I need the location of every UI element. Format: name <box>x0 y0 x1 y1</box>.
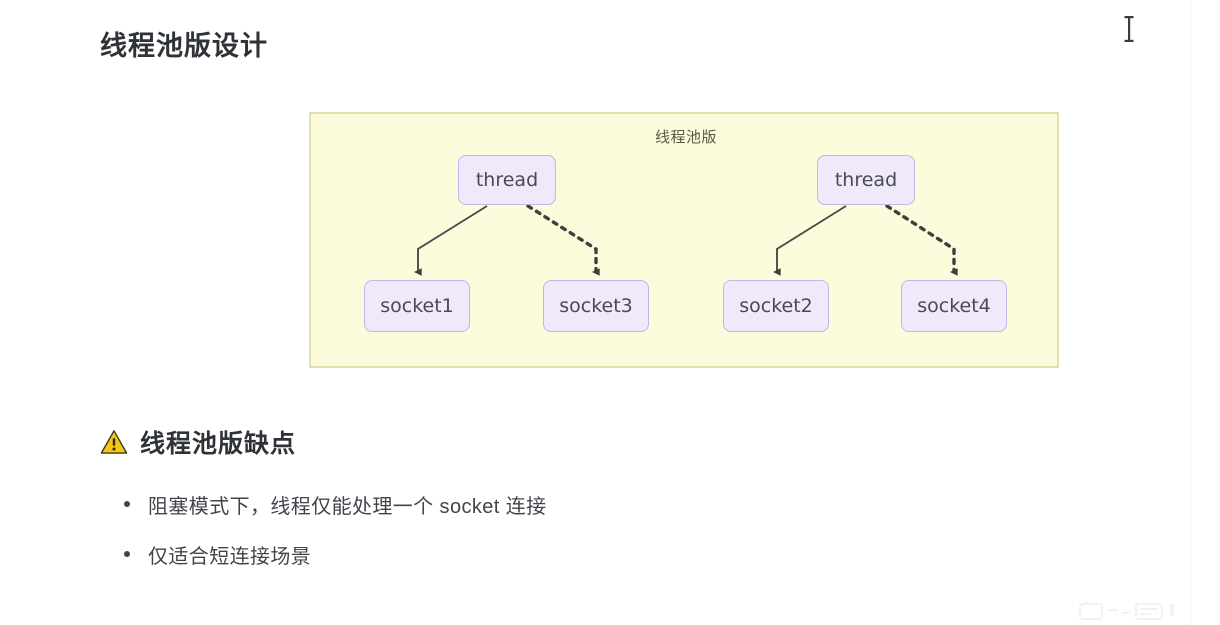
bilibili-watermark-icon <box>1079 600 1174 620</box>
page-title: 线程池版设计 <box>100 31 268 61</box>
edge-thread-a-socket-1 <box>414 205 488 276</box>
warning-heading-label: 线程池版缺点 <box>140 430 297 458</box>
edge-thread-a-socket-3 <box>526 204 600 276</box>
warning-triangle-icon <box>100 430 128 454</box>
diagram-node-socket4[interactable]: socket4 <box>901 280 1007 332</box>
drawback-list: 阻塞模式下，线程仅能处理一个 socket 连接 仅适合短连接场景 <box>112 490 547 590</box>
diagram-node-thread-b[interactable]: thread <box>817 155 915 205</box>
list-item: 阻塞模式下，线程仅能处理一个 socket 连接 <box>112 490 547 519</box>
diagram-label: 线程池版 <box>654 129 717 146</box>
thread-pool-diagram: 线程池版 thread thread socket1 socket3 socke… <box>309 112 1059 368</box>
edge-thread-b-socket-2 <box>773 205 847 276</box>
list-item: 仅适合短连接场景 <box>112 540 547 569</box>
diagram-node-thread-a[interactable]: thread <box>458 155 556 205</box>
diagram-node-socket2[interactable]: socket2 <box>723 280 829 332</box>
diagram-node-socket1[interactable]: socket1 <box>364 280 470 332</box>
diagram-node-socket3[interactable]: socket3 <box>543 280 649 332</box>
text-ibeam-cursor <box>1124 16 1134 42</box>
edge-thread-b-socket-4 <box>885 204 958 276</box>
warning-section-heading: 线程池版缺点 <box>100 424 296 460</box>
page-right-edge <box>1190 0 1191 625</box>
